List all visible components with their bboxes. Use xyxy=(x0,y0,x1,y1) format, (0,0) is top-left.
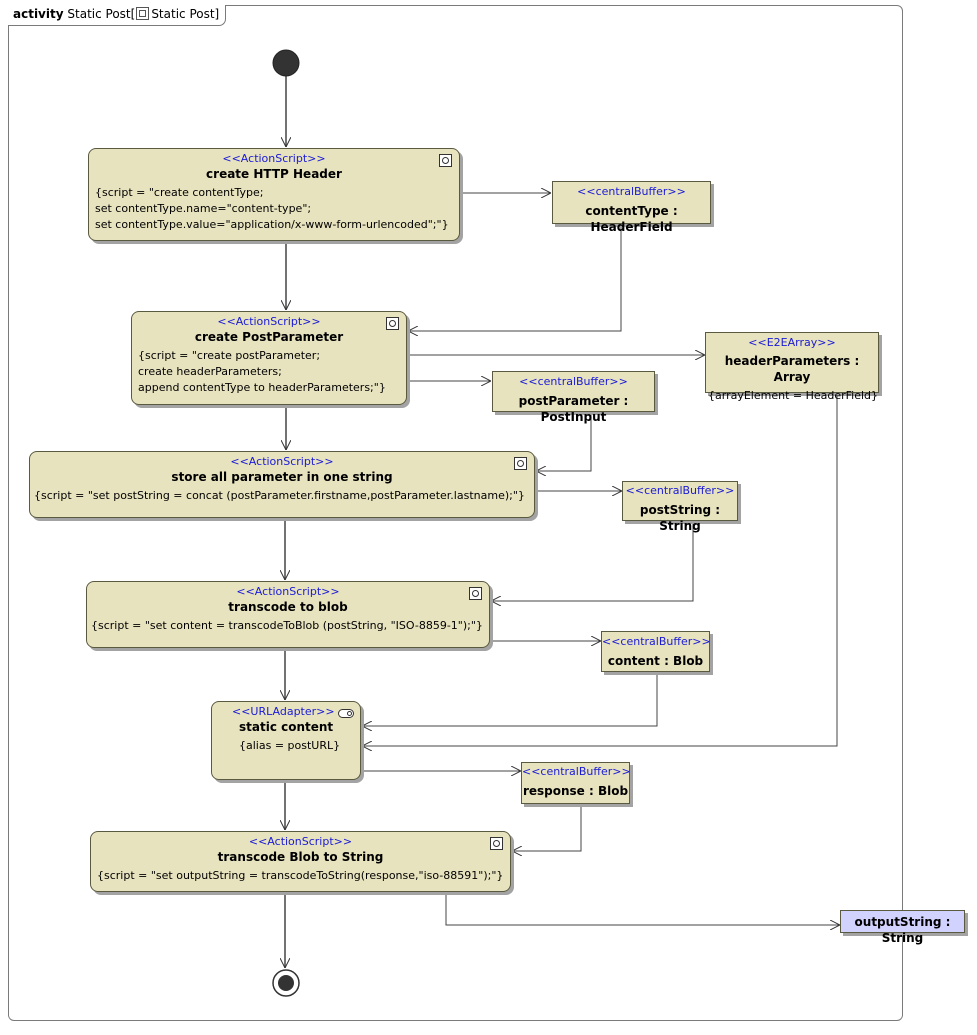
script-line: {script = "create contentType; xyxy=(95,186,264,199)
stereotype-label: <<centralBuffer>> xyxy=(625,484,735,497)
stereotype-label: <<E2EArray>> xyxy=(748,336,836,349)
buffer-contenttype[interactable]: <<centralBuffer>> contentType : HeaderFi… xyxy=(552,181,711,234)
flow-headerparams-to-static xyxy=(362,393,838,746)
stereotype-label: <<ActionScript>> xyxy=(217,315,321,328)
activity-frame xyxy=(8,5,903,1021)
stereotype-label: <<URLAdapter>> xyxy=(232,705,335,718)
script-line: {script = "set outputString = transcodeT… xyxy=(97,869,504,882)
buffer-response[interactable]: <<centralBuffer>> response : Blob xyxy=(521,762,631,804)
action-script-icon xyxy=(439,154,452,167)
stereotype-label: <<ActionScript>> xyxy=(236,585,340,598)
action-create-postparameter[interactable]: <<ActionScript>> create PostParameter {s… xyxy=(131,311,407,405)
output-parameter-node[interactable]: outputString : String xyxy=(840,910,965,945)
buffer-poststring[interactable]: <<centralBuffer>> postString : String xyxy=(622,481,738,533)
action-script-icon xyxy=(469,587,482,600)
stereotype-label: <<ActionScript>> xyxy=(230,455,334,468)
flow-response-to-blobstring xyxy=(512,804,582,851)
frame-name: Static Post[ xyxy=(67,7,136,21)
stereotype-label: <<centralBuffer>> xyxy=(577,185,686,198)
script-line: {script = "set postString = concat (post… xyxy=(34,489,525,502)
frame-close: ] xyxy=(214,7,220,21)
buffer-name: headerParameters : Array xyxy=(724,354,860,384)
flow-blobstring-to-output xyxy=(445,893,840,925)
frame-keyword: activity xyxy=(13,7,64,21)
buffer-name: response : Blob xyxy=(522,784,629,798)
script-line: set contentType.name="content-type"; xyxy=(95,202,312,215)
activity-final-node xyxy=(272,969,300,997)
action-script-icon xyxy=(386,317,399,330)
script-line: {alias = postURL} xyxy=(239,739,341,752)
flow-content-to-static xyxy=(362,672,658,726)
output-name: outputString : String xyxy=(854,915,951,945)
buffer-constraint: {arrayElement = HeaderField} xyxy=(708,389,879,402)
action-name: create HTTP Header xyxy=(206,167,342,181)
action-name: create PostParameter xyxy=(194,330,344,344)
frame-ref-name: Static Post xyxy=(151,7,215,21)
buffer-postparameter[interactable]: <<centralBuffer>> postParameter : PostIn… xyxy=(492,371,655,424)
stereotype-label: <<centralBuffer>> xyxy=(602,635,711,648)
buffer-name: contentType : HeaderField xyxy=(585,204,678,234)
stereotype-label: <<ActionScript>> xyxy=(222,152,326,165)
buffer-name: postString : String xyxy=(639,503,721,533)
buffer-content[interactable]: <<centralBuffer>> content : Blob xyxy=(601,631,711,672)
flow-contenttype-to-postparam xyxy=(408,224,622,331)
action-create-http-header[interactable]: <<ActionScript>> create HTTP Header {scr… xyxy=(88,148,460,241)
initial-node xyxy=(272,49,300,77)
stereotype-label: <<centralBuffer>> xyxy=(522,765,631,778)
action-name: store all parameter in one string xyxy=(171,470,393,484)
buffer-name: postParameter : PostInput xyxy=(518,394,629,424)
action-static-content[interactable]: <<URLAdapter>> static content {alias = p… xyxy=(211,701,361,780)
buffer-name: content : Blob xyxy=(607,654,704,668)
action-name: static content xyxy=(239,720,334,734)
action-transcode-blob-to-string[interactable]: <<ActionScript>> transcode Blob to Strin… xyxy=(90,831,511,892)
url-adapter-icon xyxy=(338,709,354,718)
frame-header: activity Static Post[ Static Post] xyxy=(8,5,227,26)
script-line: set contentType.value="application/x-www… xyxy=(95,218,449,231)
flow-postparambuf-to-store xyxy=(536,412,592,471)
script-line: {script = "set content = transcodeToBlob… xyxy=(91,619,483,632)
buffer-headerparameters[interactable]: <<E2EArray>> headerParameters : Array {a… xyxy=(705,332,879,402)
script-line: create headerParameters; xyxy=(138,365,282,378)
action-name: transcode Blob to String xyxy=(217,850,384,864)
script-line: {script = "create postParameter; xyxy=(138,349,321,362)
stereotype-label: <<centralBuffer>> xyxy=(519,375,628,388)
action-transcode-to-blob[interactable]: <<ActionScript>> transcode to blob {scri… xyxy=(86,581,490,648)
script-line: append contentType to headerParameters;"… xyxy=(138,381,386,394)
action-store-all-parameter[interactable]: <<ActionScript>> store all parameter in … xyxy=(29,451,535,518)
stereotype-label: <<ActionScript>> xyxy=(248,835,353,848)
action-script-icon xyxy=(514,457,527,470)
action-name: transcode to blob xyxy=(228,600,348,614)
flow-poststring-to-transcode xyxy=(491,521,694,601)
activity-reference-icon xyxy=(136,7,150,20)
action-script-icon xyxy=(490,837,503,850)
